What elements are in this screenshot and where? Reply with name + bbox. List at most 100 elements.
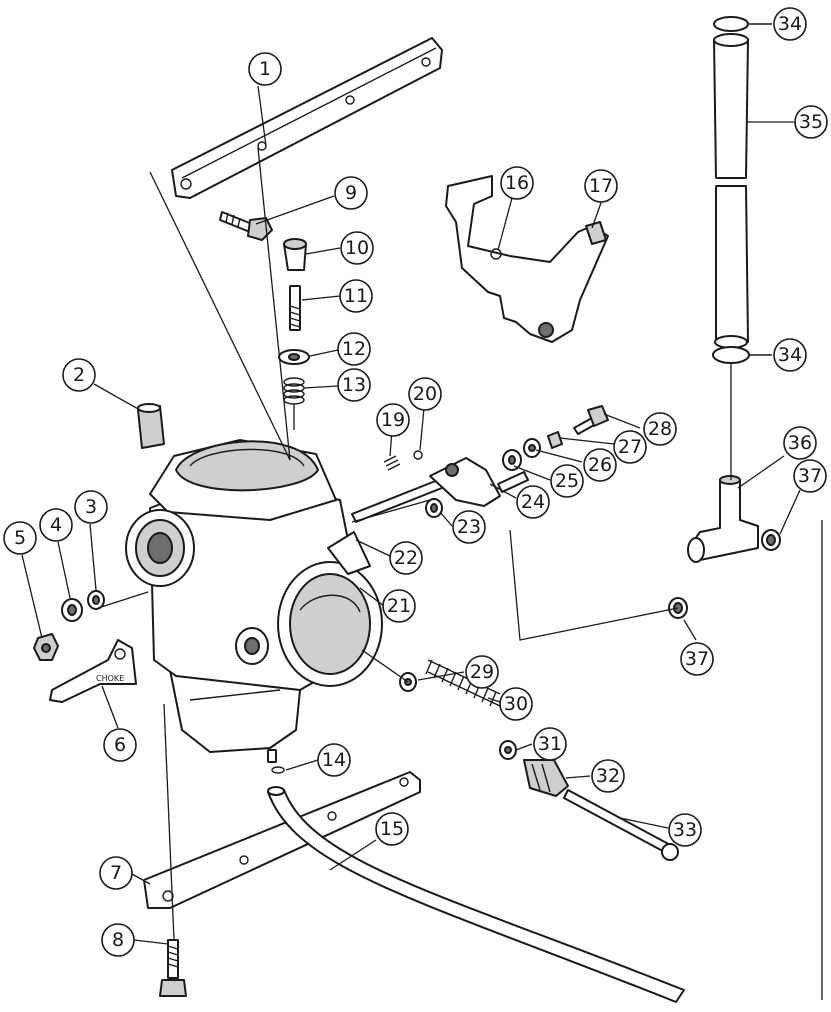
o-ring-part-14 [271,766,285,774]
callout-28: 28 [643,412,677,446]
svg-text:28: 28 [648,418,672,440]
svg-text:32: 32 [596,765,620,787]
hose-part-15 [267,786,685,1003]
cap-part-2 [137,403,165,449]
callout-15: 15 [375,812,409,846]
callout-10: 10 [340,231,374,265]
svg-text:34: 34 [778,13,802,35]
screw-part-28 [573,405,609,435]
choke-plate-part-6: CHOKE [49,639,137,703]
callout-1: 1 [248,52,282,86]
clip-part-34-top [713,16,772,32]
callout-30: 30 [499,687,533,721]
svg-text:8: 8 [112,929,124,951]
svg-text:13: 13 [342,374,366,396]
ball-part-20 [413,450,423,460]
svg-text:12: 12 [342,338,366,360]
callout-23: 23 [452,510,486,544]
svg-text:7: 7 [110,862,122,884]
callout-8: 8 [101,923,135,957]
callout-9: 9 [334,176,368,210]
cable-part-33 [563,789,679,861]
callout-5: 5 [3,521,37,555]
carburetor-body [125,439,383,763]
washer-part-25 [502,449,522,471]
svg-text:11: 11 [344,285,368,307]
callout-29: 29 [465,655,499,689]
nut-part-27 [547,431,563,449]
upper-bracket-part [171,37,443,199]
svg-text:37: 37 [798,465,822,487]
svg-text:36: 36 [788,432,812,454]
clip-part-34-bottom [712,346,772,364]
throttle-bracket-part [445,175,609,343]
svg-text:35: 35 [799,111,823,133]
callout-22: 22 [389,541,423,575]
callout-12: 12 [337,332,371,366]
svg-text:19: 19 [381,409,405,431]
callout-14: 14 [317,743,351,777]
callout-26: 26 [583,448,617,482]
callout-7: 7 [99,856,133,890]
spring-part-19 [383,455,401,471]
svg-text:21: 21 [387,595,411,617]
leader-lines [21,85,801,945]
spring-part-30 [425,659,501,707]
svg-text:25: 25 [555,470,579,492]
nut-part-5 [33,633,59,661]
screw-part-11 [289,285,301,331]
svg-text:14: 14 [322,749,346,771]
callout-21: 21 [382,589,416,623]
washer-part-4 [61,598,83,622]
svg-text:15: 15 [380,818,404,840]
t-joint-part-36 [687,475,759,563]
svg-text:10: 10 [345,237,369,259]
callout-11: 11 [339,279,373,313]
svg-text:30: 30 [504,693,528,715]
callout-20: 20 [408,377,442,411]
callout-32: 32 [591,759,625,793]
callout-36: 36 [783,426,817,460]
svg-text:34: 34 [778,344,802,366]
vent-tube-part-35 [713,33,749,349]
washer-part-31 [499,740,517,760]
callout-17: 17 [584,169,618,203]
svg-text:22: 22 [394,547,418,569]
callout-34-top: 34 [773,7,807,41]
svg-text:3: 3 [85,496,97,518]
cap-part-10 [283,238,307,271]
callout-37-right: 37 [793,459,827,493]
callout-31: 31 [533,727,567,761]
callout-2: 2 [62,358,96,392]
lower-bracket-part [143,771,421,909]
callout-34-bottom: 34 [773,338,807,372]
callout-13: 13 [337,368,371,402]
spring-part-13 [283,377,305,405]
assembly-lines [97,147,823,1000]
callout-6: 6 [103,728,137,762]
svg-text:16: 16 [505,172,529,194]
callout-27: 27 [613,430,647,464]
callout-37-left: 37 [680,642,714,676]
svg-text:2: 2 [73,364,85,386]
callout-33: 33 [668,813,702,847]
svg-text:33: 33 [673,819,697,841]
svg-text:31: 31 [538,733,562,755]
svg-text:1: 1 [259,58,271,80]
svg-text:17: 17 [589,175,613,197]
washer-part-26 [523,438,541,458]
washer-part-23 [425,498,443,518]
callout-19: 19 [376,403,410,437]
washer-part-12 [278,349,310,365]
svg-text:24: 24 [521,491,545,513]
svg-text:29: 29 [470,661,494,683]
svg-text:27: 27 [618,436,642,458]
callout-16: 16 [500,166,534,200]
adjuster-part-32 [523,759,569,797]
svg-text:9: 9 [345,182,357,204]
washer-part-3 [87,590,105,610]
callout-3: 3 [74,490,108,524]
callout-35: 35 [794,105,828,139]
svg-text:6: 6 [114,734,126,756]
